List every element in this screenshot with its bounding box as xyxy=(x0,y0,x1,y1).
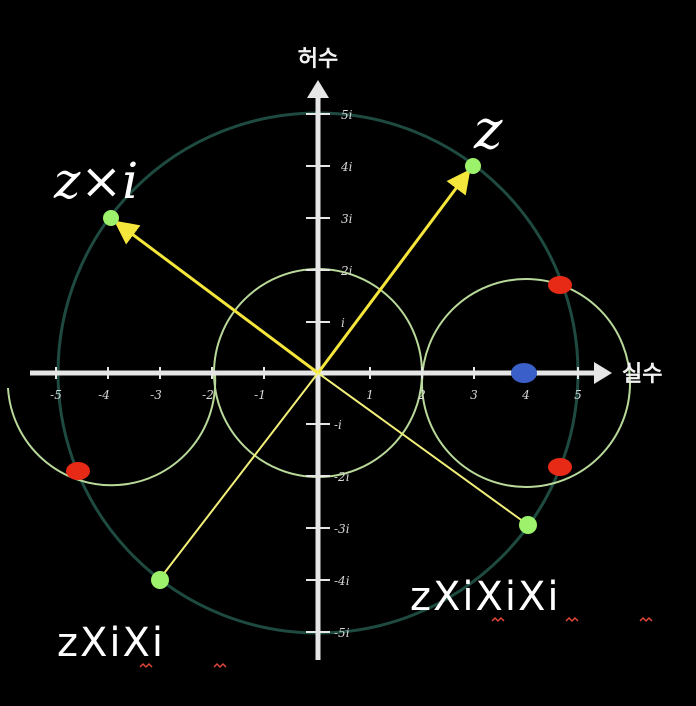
spellcheck-squiggle xyxy=(491,616,505,623)
vector-z-times-i xyxy=(114,220,319,375)
vector-z-i-i-i xyxy=(317,372,525,523)
imag-tick-label: -5i xyxy=(334,626,350,640)
spellcheck-squiggle xyxy=(139,662,153,669)
imag-tick-label: -2i xyxy=(334,470,350,484)
real-tick-label: 3 xyxy=(470,388,478,402)
spellcheck-squiggle xyxy=(639,616,653,623)
real-tick-label: 4 xyxy=(521,388,530,402)
real-tick-label: 1 xyxy=(366,388,374,402)
point-red-lower-left xyxy=(66,462,90,480)
imag-tick-label: 4i xyxy=(340,160,353,174)
imag-tick-label: i xyxy=(341,316,345,330)
label-z-times-i: z×i xyxy=(53,152,138,210)
imag-tick-marks xyxy=(306,113,330,633)
point-z-i-i xyxy=(151,571,169,589)
imag-axis-arrow-icon xyxy=(307,80,329,98)
point-z xyxy=(465,158,481,174)
point-red-lower-right xyxy=(548,458,572,476)
real-tick-label: -1 xyxy=(254,388,266,402)
spellcheck-squiggle xyxy=(213,662,227,669)
real-tick-label: -5 xyxy=(50,388,62,402)
spellcheck-squiggle xyxy=(565,616,579,623)
small-arc-left xyxy=(7,374,217,487)
point-blue-center xyxy=(511,363,537,383)
small-circle-right xyxy=(421,278,631,488)
label-z-i-i-i: zXiXiXi xyxy=(410,574,561,620)
imag-tick-label: 2i xyxy=(340,264,353,278)
real-tick-label: -3 xyxy=(150,388,162,402)
label-z: z xyxy=(473,98,503,161)
imag-axis-title: 허수 xyxy=(298,47,338,72)
imag-tick-label: 3i xyxy=(341,212,353,226)
label-z-i-i: zXiXi xyxy=(57,620,165,666)
real-axis-title: 실수 xyxy=(622,362,662,387)
imag-tick-label: 5i xyxy=(341,108,353,122)
point-red-upper-right xyxy=(548,276,572,294)
imag-tick-label: -4i xyxy=(334,574,350,588)
point-z-times-i xyxy=(103,210,119,226)
imag-tick-label: -3i xyxy=(334,522,350,536)
vector-z-i-i xyxy=(161,372,319,577)
vector-z xyxy=(316,169,471,374)
imag-tick-label: -i xyxy=(334,418,342,432)
real-axis-arrow-icon xyxy=(594,362,612,384)
real-tick-label: 2 xyxy=(417,388,426,402)
point-z-i-i-i xyxy=(519,516,537,534)
real-tick-label: -4 xyxy=(98,388,110,402)
real-tick-label: 5 xyxy=(574,388,582,402)
real-tick-label: -2 xyxy=(202,388,214,402)
